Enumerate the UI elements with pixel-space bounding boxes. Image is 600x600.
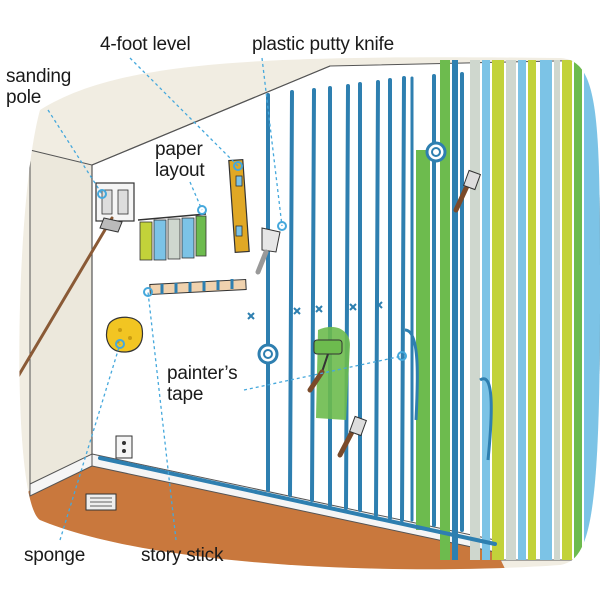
label-sanding-pole: sanding pole [6, 66, 72, 108]
label-story-stick: story stick [141, 545, 224, 566]
label-paper-layout: paper layout [155, 139, 205, 181]
label-sponge: sponge [24, 545, 86, 566]
label-painters-tape: painter’s tape [167, 363, 238, 405]
level-icon [228, 158, 250, 254]
leader-lines [47, 57, 403, 541]
paper-swatches-icon [137, 213, 207, 261]
painted-stripes [416, 60, 600, 560]
floor-vent-icon [85, 493, 117, 511]
sponge-icon [105, 316, 144, 353]
putty-knife-icon [255, 227, 281, 275]
side-wall [29, 149, 93, 491]
leader-endpoints [97, 161, 407, 361]
label-plastic-putty-knife: plastic putty knife [252, 34, 394, 55]
label-4-foot-level: 4-foot level [100, 34, 191, 55]
paintbrush-icon [337, 169, 482, 458]
paint-roller-icon [307, 339, 343, 393]
outlet-icon [115, 435, 133, 459]
sanding-pole-icon [19, 182, 135, 392]
tape-roll-icon [257, 141, 447, 365]
